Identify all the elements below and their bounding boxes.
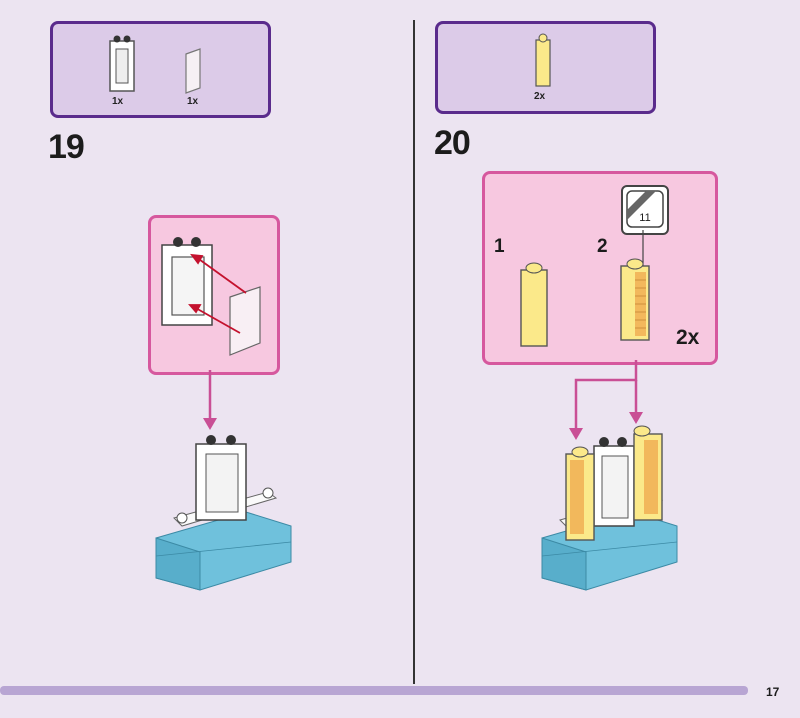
assembled-window-icon — [195, 435, 247, 521]
step20-pink-arrows-icon — [569, 360, 643, 440]
substep-1-label: 1 — [494, 236, 505, 257]
glass-pane-icon — [229, 286, 261, 356]
step20-number: 20 — [434, 124, 471, 162]
yellow-brick-part-icon — [535, 33, 551, 87]
step20-model-illustration — [541, 425, 678, 591]
substep-multiplier: 2x — [676, 326, 700, 349]
step19-callout-illustration — [161, 237, 261, 356]
step-divider — [413, 20, 415, 684]
footer-progress-bar — [0, 686, 748, 695]
step19-pink-arrow-icon — [203, 370, 217, 430]
window-frame-qty: 1x — [112, 96, 124, 107]
yellow-brick-qty: 2x — [534, 91, 546, 102]
substep1-yellow-brick-icon — [520, 262, 548, 347]
page-number: 17 — [766, 685, 780, 699]
window-frame-part-icon — [109, 35, 135, 92]
substep2-sticker-brick-icon — [620, 230, 650, 341]
blue-base-bricks-icon — [155, 511, 292, 591]
left-sticker-brick-icon — [565, 446, 595, 541]
step19-number: 19 — [48, 128, 85, 166]
sticker-number: 11 — [639, 212, 651, 224]
substep-2-label: 2 — [597, 236, 608, 257]
step19-model-illustration — [155, 435, 292, 591]
window-frame-icon — [161, 237, 213, 326]
red-insert-arrow-icon — [188, 253, 247, 334]
step19-parts-box — [50, 21, 271, 118]
right-sticker-brick-icon — [633, 425, 663, 521]
assembled-window-icon — [593, 437, 635, 527]
glass-pane-part-icon — [185, 48, 201, 94]
sticker-box: 11 — [621, 185, 669, 235]
sticker-page-icon — [626, 190, 664, 228]
glass-pane-qty: 1x — [187, 96, 199, 107]
